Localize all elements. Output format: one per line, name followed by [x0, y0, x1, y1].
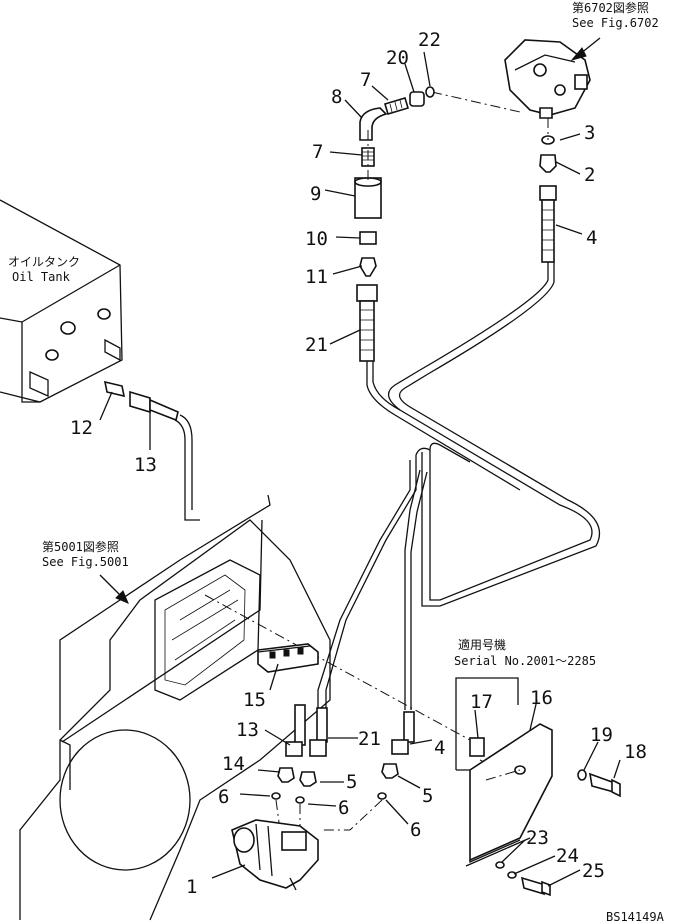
callout-20: 20 — [386, 47, 409, 69]
callout-1: 1 — [186, 876, 197, 898]
ref-5001-english: See Fig.5001 — [42, 555, 129, 569]
callout-3: 3 — [584, 122, 595, 144]
callout-7-lower: 7 — [312, 141, 323, 163]
callout-8: 8 — [331, 86, 342, 108]
oil-tank-japanese: オイルタンク — [8, 255, 80, 269]
bracket-assembly — [455, 677, 621, 897]
callout-13-lower: 13 — [236, 719, 259, 741]
tank-fittings — [103, 380, 179, 422]
ref-6702-arrowhead — [570, 47, 587, 61]
ref-6702-japanese: 第6702図参照 — [572, 0, 649, 15]
right-fittings — [539, 118, 557, 263]
ref-6702-english: See Fig.6702 — [572, 16, 659, 30]
ref-5001-japanese: 第5001図参照 — [42, 539, 119, 554]
hose-lines — [174, 262, 601, 791]
callout-6-right: 6 — [410, 819, 421, 841]
callout-4-lower: 4 — [434, 737, 445, 759]
callout-24: 24 — [556, 845, 579, 867]
callout-11: 11 — [305, 266, 328, 288]
control-valve — [504, 39, 591, 119]
drawing-code: BS14149A — [606, 910, 665, 921]
leader-lines — [99, 51, 621, 887]
callout-7-upper: 7 — [360, 69, 371, 91]
callout-25: 25 — [582, 860, 605, 882]
callout-12: 12 — [70, 417, 93, 439]
pump — [231, 819, 319, 891]
callout-9: 9 — [310, 183, 321, 205]
callout-23: 23 — [526, 827, 549, 849]
callout-14: 14 — [222, 753, 245, 775]
callout-19: 19 — [590, 724, 613, 746]
callout-16: 16 — [530, 687, 553, 709]
lower-fittings — [271, 704, 415, 831]
callout-18: 18 — [624, 741, 647, 763]
serial-japanese: 適用号機 — [458, 637, 506, 652]
callout-6-middle: 6 — [338, 797, 349, 819]
serial-english: Serial No.2001～2285 — [454, 654, 596, 668]
callout-13-upper: 13 — [134, 454, 157, 476]
ref-5001-arrowhead — [115, 590, 129, 604]
junction-block — [257, 643, 319, 673]
flywheel-housing — [19, 494, 331, 921]
oil-tank — [0, 199, 123, 403]
callout-21-upper: 21 — [305, 334, 328, 356]
callout-6-left: 6 — [218, 786, 229, 808]
oil-tank-english: Oil Tank — [12, 270, 71, 284]
callout-10: 10 — [305, 228, 328, 250]
callout-5-right: 5 — [422, 785, 433, 807]
callout-17: 17 — [470, 691, 493, 713]
callout-2: 2 — [584, 164, 595, 186]
callout-22: 22 — [418, 29, 441, 51]
callout-4-upper: 4 — [586, 227, 597, 249]
callout-21-lower: 21 — [358, 728, 381, 750]
callout-15: 15 — [243, 689, 266, 711]
upper-fittings — [354, 86, 521, 362]
callout-5-middle: 5 — [346, 771, 357, 793]
